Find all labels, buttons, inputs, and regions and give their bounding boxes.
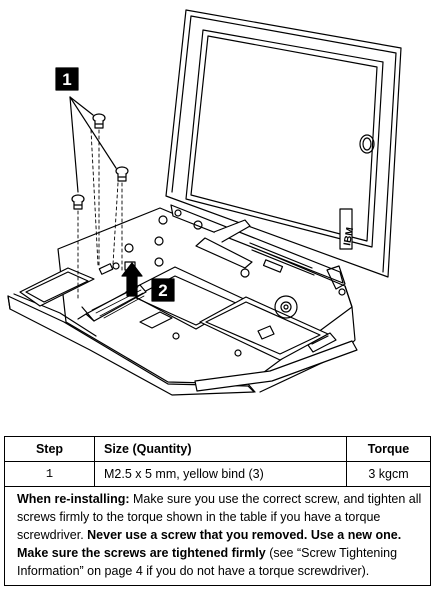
row-torque: 3 kgcm <box>346 461 431 487</box>
screw-top <box>92 113 106 129</box>
note-text-1: Make sure you use the correct screw, and… <box>17 492 422 542</box>
row-step: 1 <box>4 461 95 487</box>
table-header-row: Step Size (Quantity) Torque <box>4 436 431 462</box>
callout-2: 2 <box>151 278 175 302</box>
callout-1: 1 <box>55 67 79 91</box>
note-row: When re-installing: Make sure you use th… <box>4 486 431 586</box>
table-row: 1 M2.5 x 5 mm, yellow bind (3) 3 kgcm <box>4 461 431 487</box>
screw-guide-lines <box>77 129 123 301</box>
reinstall-note: When re-installing: Make sure you use th… <box>4 486 431 586</box>
note-lead: When re-installing: <box>17 492 130 506</box>
screw-left <box>71 194 85 210</box>
header-torque: Torque <box>346 436 431 462</box>
header-size-quantity: Size (Quantity) <box>94 436 347 462</box>
disassembly-illustration: IBM <box>7 9 402 396</box>
screw-spec-table: Step Size (Quantity) Torque 1 M2.5 x 5 m… <box>4 436 431 586</box>
callout-1-leaders <box>69 96 117 193</box>
note-warning: Never use a screw that you removed. Use … <box>17 528 402 560</box>
svg-text:2: 2 <box>158 281 167 300</box>
svg-text:1: 1 <box>62 70 71 89</box>
removal-arrow <box>121 262 143 297</box>
note-text-2: (see “Screw Tightening Information” on p… <box>17 546 398 578</box>
row-size-quantity: M2.5 x 5 mm, yellow bind (3) <box>94 461 347 487</box>
header-step: Step <box>4 436 95 462</box>
svg-text:IBM: IBM <box>342 227 356 247</box>
bezel-brand-logo: IBM <box>339 208 356 250</box>
screw-middle <box>115 166 129 182</box>
